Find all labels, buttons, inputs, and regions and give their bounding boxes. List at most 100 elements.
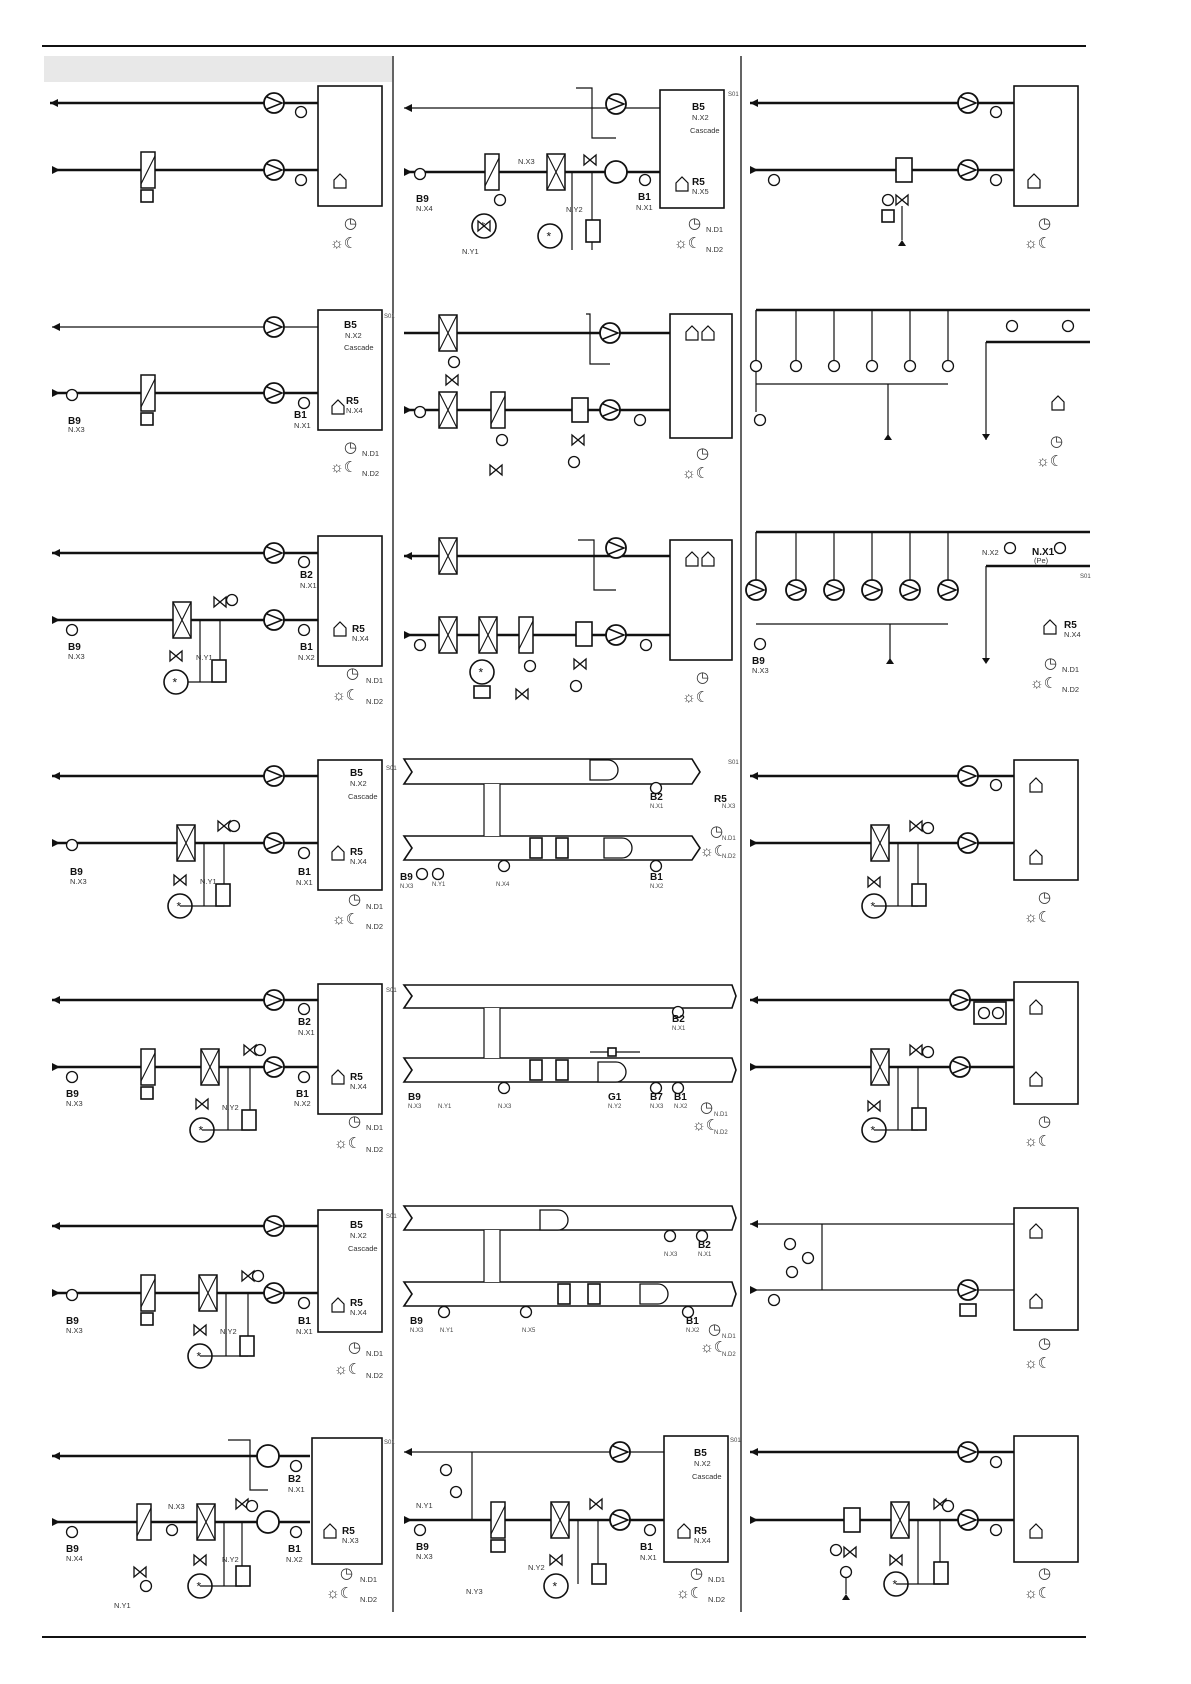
svg-text:B2: B2 [300, 570, 313, 581]
svg-text:N.D1: N.D1 [362, 449, 379, 458]
svg-text:N.X2: N.X2 [694, 1459, 711, 1468]
svg-text:B2: B2 [672, 1014, 685, 1025]
svg-text:B1: B1 [294, 410, 307, 421]
svg-text:R5: R5 [350, 1072, 363, 1083]
svg-text:R5: R5 [342, 1526, 355, 1537]
svg-text:B9: B9 [68, 416, 81, 427]
svg-text:B1: B1 [288, 1544, 301, 1555]
diagram-c3-r3: N.X2 N.X1 (Pe) R5N.X4 B9N.X3 ◷N.D1 ☼☾N.D… [745, 530, 1091, 694]
svg-text:N.Y1: N.Y1 [462, 247, 479, 256]
svg-text:☼☾: ☼☾ [674, 235, 701, 252]
diagram-c2-r5: B2N.X1 G1N.Y2 B7N.X3 B1N.X2 B9N.X3 N.Y1 … [402, 984, 737, 1136]
svg-text:B5: B5 [694, 1448, 707, 1459]
svg-text:N.X3: N.X3 [70, 877, 87, 886]
svg-text:◷: ◷ [348, 1113, 361, 1130]
svg-text:N.X4: N.X4 [496, 882, 510, 888]
svg-text:☼☾: ☼☾ [700, 1339, 727, 1356]
svg-text:N.X2: N.X2 [294, 1099, 311, 1108]
svg-text:N.X1: N.X1 [636, 203, 653, 212]
svg-text:☼☾: ☼☾ [330, 459, 357, 476]
svg-text:N.D2: N.D2 [706, 245, 723, 254]
svg-text:B5: B5 [350, 768, 363, 779]
svg-text:☼☾: ☼☾ [682, 689, 709, 706]
svg-text:N.Y2: N.Y2 [566, 205, 583, 214]
diagram-c1-r6: B5N.X2 Cascade R5N.X4 B1N.X1 B9N.X3 N.Y2… [52, 1209, 397, 1380]
svg-text:B9: B9 [400, 872, 413, 883]
svg-text:B2: B2 [650, 792, 663, 803]
svg-text:N.X1: N.X1 [300, 581, 317, 590]
svg-text:B9: B9 [68, 642, 81, 653]
svg-text:N.X4: N.X4 [66, 1554, 83, 1563]
svg-text:N.X4: N.X4 [694, 1536, 711, 1545]
svg-text:G1: G1 [608, 1092, 622, 1103]
svg-text:N.D1: N.D1 [706, 225, 723, 234]
svg-text:☼☾: ☼☾ [1024, 909, 1051, 926]
svg-text:N.D2: N.D2 [722, 854, 736, 860]
svg-text:N.X4: N.X4 [350, 857, 367, 866]
svg-text:N.D1: N.D1 [366, 1349, 383, 1358]
svg-text:N.D2: N.D2 [360, 1595, 377, 1604]
diagram-c3-r1: ◷☼☾ [750, 85, 1079, 252]
svg-text:N.X3: N.X3 [722, 804, 736, 810]
svg-text:R5: R5 [350, 847, 363, 858]
svg-text:S01: S01 [384, 1440, 395, 1446]
svg-text:◷: ◷ [690, 1565, 703, 1582]
svg-text:◷: ◷ [344, 215, 357, 232]
svg-text:◷: ◷ [348, 1339, 361, 1356]
svg-text:N.X1: N.X1 [296, 878, 313, 887]
svg-text:B9: B9 [66, 1316, 79, 1327]
diagram-c3-r2: ◷ ☼☾ [749, 308, 1090, 470]
svg-text:☼☾: ☼☾ [332, 687, 359, 704]
svg-text:N.X4: N.X4 [1064, 630, 1081, 639]
svg-text:B7: B7 [650, 1092, 663, 1103]
svg-text:N.Y2: N.Y2 [220, 1327, 237, 1336]
svg-text:N.X1: N.X1 [640, 1553, 657, 1562]
svg-text:N.X3: N.X3 [66, 1099, 83, 1108]
svg-text:N.X3: N.X3 [518, 157, 535, 166]
svg-text:B2: B2 [698, 1240, 711, 1251]
svg-text:N.D1: N.D1 [366, 902, 383, 911]
svg-text:☼☾: ☼☾ [1030, 675, 1057, 692]
diagram-c1-r1: ◷☼☾ [50, 85, 383, 252]
svg-text:N.X4: N.X4 [352, 634, 369, 643]
svg-text:N.D1: N.D1 [1062, 665, 1079, 674]
svg-text:N.X3: N.X3 [416, 1552, 433, 1561]
svg-text:N.X4: N.X4 [350, 1082, 367, 1091]
svg-text:B9: B9 [752, 656, 765, 667]
svg-text:N.X4: N.X4 [416, 204, 433, 213]
svg-text:R5: R5 [346, 396, 359, 407]
svg-text:S01: S01 [386, 988, 397, 994]
diagram-c2-r1: B5N.X2 Cascade R5N.X5 B1N.X1 B9N.X4 N.X3… [404, 87, 739, 256]
svg-text:S01: S01 [384, 314, 395, 320]
svg-text:◷: ◷ [1050, 433, 1063, 450]
svg-text:N.X1: N.X1 [1032, 547, 1055, 558]
svg-text:B9: B9 [410, 1316, 423, 1327]
svg-text:B2: B2 [288, 1474, 301, 1485]
svg-text:☼☾: ☼☾ [682, 465, 709, 482]
svg-text:N.X1: N.X1 [298, 1028, 315, 1037]
svg-text:B1: B1 [686, 1316, 699, 1327]
diagram-c1-r4: B5N.X2 Cascade R5N.X4 B1N.X1 B9N.X3 N.Y1… [52, 759, 397, 931]
svg-text:◷: ◷ [688, 215, 701, 232]
svg-text:◷: ◷ [708, 1321, 721, 1338]
diagram-c3-r7: ◷☼☾ [750, 1435, 1079, 1602]
svg-text:B1: B1 [650, 872, 663, 883]
svg-text:N.X2: N.X2 [686, 1328, 700, 1334]
svg-text:N.X2: N.X2 [298, 653, 315, 662]
svg-text:N.X1: N.X1 [698, 1252, 712, 1258]
diagram-c1-r7: B2N.X1 B1N.X2 R5N.X3 B9N.X4 N.X3 N.Y2 N.… [52, 1437, 395, 1610]
svg-text:B9: B9 [66, 1089, 79, 1100]
svg-text:◷: ◷ [696, 445, 709, 462]
diagram-c2-r3: ◷☼☾ [404, 537, 733, 706]
svg-text:N.D1: N.D1 [708, 1575, 725, 1584]
svg-text:N.X1: N.X1 [288, 1485, 305, 1494]
svg-text:☼☾: ☼☾ [1036, 453, 1063, 470]
svg-text:◷: ◷ [1038, 1113, 1051, 1130]
svg-text:B5: B5 [692, 102, 705, 113]
svg-text:B1: B1 [640, 1542, 653, 1553]
svg-text:Cascade: Cascade [348, 1244, 378, 1253]
svg-text:N.X5: N.X5 [692, 187, 709, 196]
svg-text:S01: S01 [730, 1438, 741, 1444]
svg-text:N.D1: N.D1 [714, 1112, 728, 1118]
svg-text:N.X2: N.X2 [674, 1104, 688, 1110]
